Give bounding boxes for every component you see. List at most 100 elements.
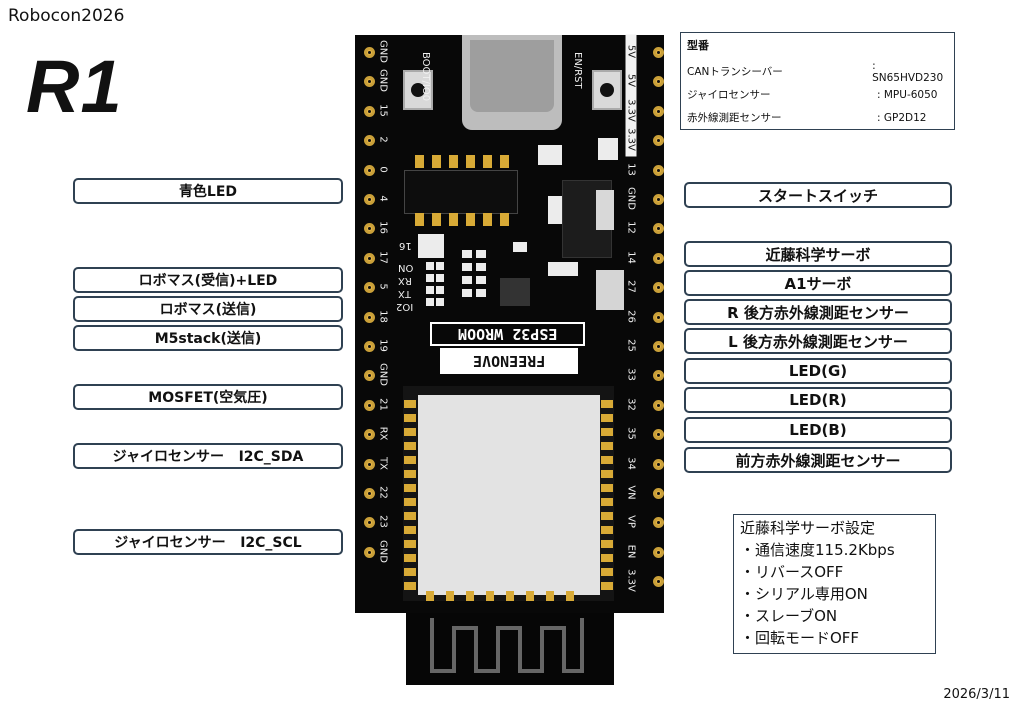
module-pad bbox=[404, 582, 416, 590]
header-pin bbox=[364, 517, 375, 529]
servo-setting-item: ・通信速度115.2Kbps bbox=[740, 541, 895, 559]
pin-label: GND bbox=[377, 539, 389, 563]
header-pin bbox=[653, 458, 664, 470]
module-pad bbox=[404, 428, 416, 436]
silk-16: 16 bbox=[399, 240, 412, 251]
module-pad bbox=[506, 591, 514, 601]
header-pin bbox=[653, 76, 664, 88]
module-pad bbox=[526, 591, 534, 601]
smd-resistor bbox=[415, 213, 424, 226]
smd-resistor bbox=[426, 286, 434, 294]
header-pin bbox=[364, 282, 375, 294]
module-pad bbox=[404, 512, 416, 520]
module-pad bbox=[601, 442, 613, 450]
spec-value: : SN65HVD230 bbox=[872, 59, 944, 84]
smd-resistor bbox=[432, 213, 441, 226]
module-pad bbox=[404, 484, 416, 492]
smd-resistor bbox=[432, 155, 441, 168]
module-pad bbox=[404, 470, 416, 478]
smd-component bbox=[598, 138, 618, 160]
smd-resistor bbox=[436, 274, 444, 282]
smd-resistor bbox=[462, 289, 472, 297]
silk-io2: IO2 bbox=[396, 301, 414, 312]
header-pin bbox=[364, 429, 375, 441]
header-pin bbox=[364, 399, 375, 411]
module-pad bbox=[601, 568, 613, 576]
smd-resistor bbox=[548, 262, 578, 276]
header-pin bbox=[364, 135, 375, 147]
pin-function-label: LED(R) bbox=[684, 387, 952, 413]
header-pin bbox=[364, 164, 375, 176]
pin-function-label: A1サーボ bbox=[684, 270, 952, 296]
silk-boot: BOOT/IO0 bbox=[420, 52, 431, 102]
pin-function-label: 近藤科学サーボ bbox=[684, 241, 952, 267]
smd-resistor bbox=[483, 213, 492, 226]
pin-function-label: LED(B) bbox=[684, 417, 952, 443]
module-pad bbox=[601, 554, 613, 562]
pin-function-label: R 後方赤外線測距センサー bbox=[684, 299, 952, 325]
pin-function-label: M5stack(送信) bbox=[73, 325, 343, 351]
header-pin bbox=[364, 488, 375, 499]
module-pad bbox=[404, 554, 416, 562]
spec-key: 赤外線測距センサー bbox=[687, 112, 782, 124]
header-pin bbox=[364, 458, 375, 470]
module-pad bbox=[404, 568, 416, 576]
smd-resistor bbox=[500, 155, 509, 168]
spec-row: 赤外線測距センサー : GP2D12 bbox=[687, 106, 948, 129]
header-pin bbox=[653, 546, 664, 558]
spec-value: : GP2D12 bbox=[877, 111, 927, 124]
header-pin bbox=[364, 252, 375, 264]
header-pin bbox=[653, 164, 664, 176]
module-pad bbox=[466, 591, 474, 601]
header-pin bbox=[364, 223, 375, 235]
smd-resistor bbox=[426, 298, 434, 306]
footer-date: 2026/3/11 bbox=[943, 687, 1010, 702]
spec-row: CANトランシーバー : SN65HVD230 bbox=[687, 59, 948, 84]
reset-button bbox=[592, 70, 622, 110]
spec-key: CANトランシーバー bbox=[687, 66, 783, 78]
smd-resistor bbox=[476, 289, 486, 297]
pin-function-label: ジャイロセンサー I2C_SDA bbox=[73, 443, 343, 469]
pin-function-label: ジャイロセンサー I2C_SCL bbox=[73, 529, 343, 555]
smd-resistor bbox=[476, 276, 486, 284]
header-pin bbox=[653, 429, 664, 441]
smd-resistor bbox=[476, 250, 486, 258]
header-pin bbox=[653, 47, 664, 58]
pin-function-label: LED(G) bbox=[684, 358, 952, 384]
spec-key: ジャイロセンサー bbox=[687, 89, 771, 101]
module-pad bbox=[404, 442, 416, 450]
smd-resistor bbox=[466, 155, 475, 168]
header-pin bbox=[364, 76, 375, 88]
smd-resistor bbox=[462, 276, 472, 284]
header-pin bbox=[653, 252, 664, 264]
smd-resistor bbox=[462, 250, 472, 258]
module-pad bbox=[601, 526, 613, 534]
smd-component bbox=[513, 242, 527, 252]
servo-setting-item: ・スレーブON bbox=[740, 607, 838, 625]
module-pad bbox=[601, 456, 613, 464]
smd-resistor bbox=[415, 155, 424, 168]
module-name: ESP32 WROOM bbox=[457, 325, 558, 343]
module-pad bbox=[404, 400, 416, 408]
smd-component bbox=[548, 196, 562, 224]
module-pad bbox=[601, 484, 613, 492]
boot-button bbox=[403, 70, 433, 110]
servo-setting-item: ・シリアル専用ON bbox=[740, 585, 868, 603]
header-pin bbox=[653, 370, 664, 382]
header-pin bbox=[364, 105, 375, 117]
pin-function-label: 青色LED bbox=[73, 178, 343, 204]
smd-resistor bbox=[449, 155, 458, 168]
smd-component bbox=[596, 270, 624, 310]
spec-value: : MPU-6050 bbox=[877, 88, 938, 101]
pin-function-label: MOSFET(空気圧) bbox=[73, 384, 343, 410]
header-pin bbox=[653, 105, 664, 117]
header-pin bbox=[653, 399, 664, 411]
smd-resistor bbox=[436, 262, 444, 270]
project-name: Robocon2026 bbox=[8, 6, 125, 26]
brand-plate: FREENOVE bbox=[440, 348, 578, 374]
brand-name: FREENOVE bbox=[472, 352, 546, 370]
module-pad bbox=[404, 498, 416, 506]
module-pad bbox=[446, 591, 454, 601]
spec-row: ジャイロセンサー : MPU-6050 bbox=[687, 83, 948, 106]
module-pad bbox=[601, 428, 613, 436]
